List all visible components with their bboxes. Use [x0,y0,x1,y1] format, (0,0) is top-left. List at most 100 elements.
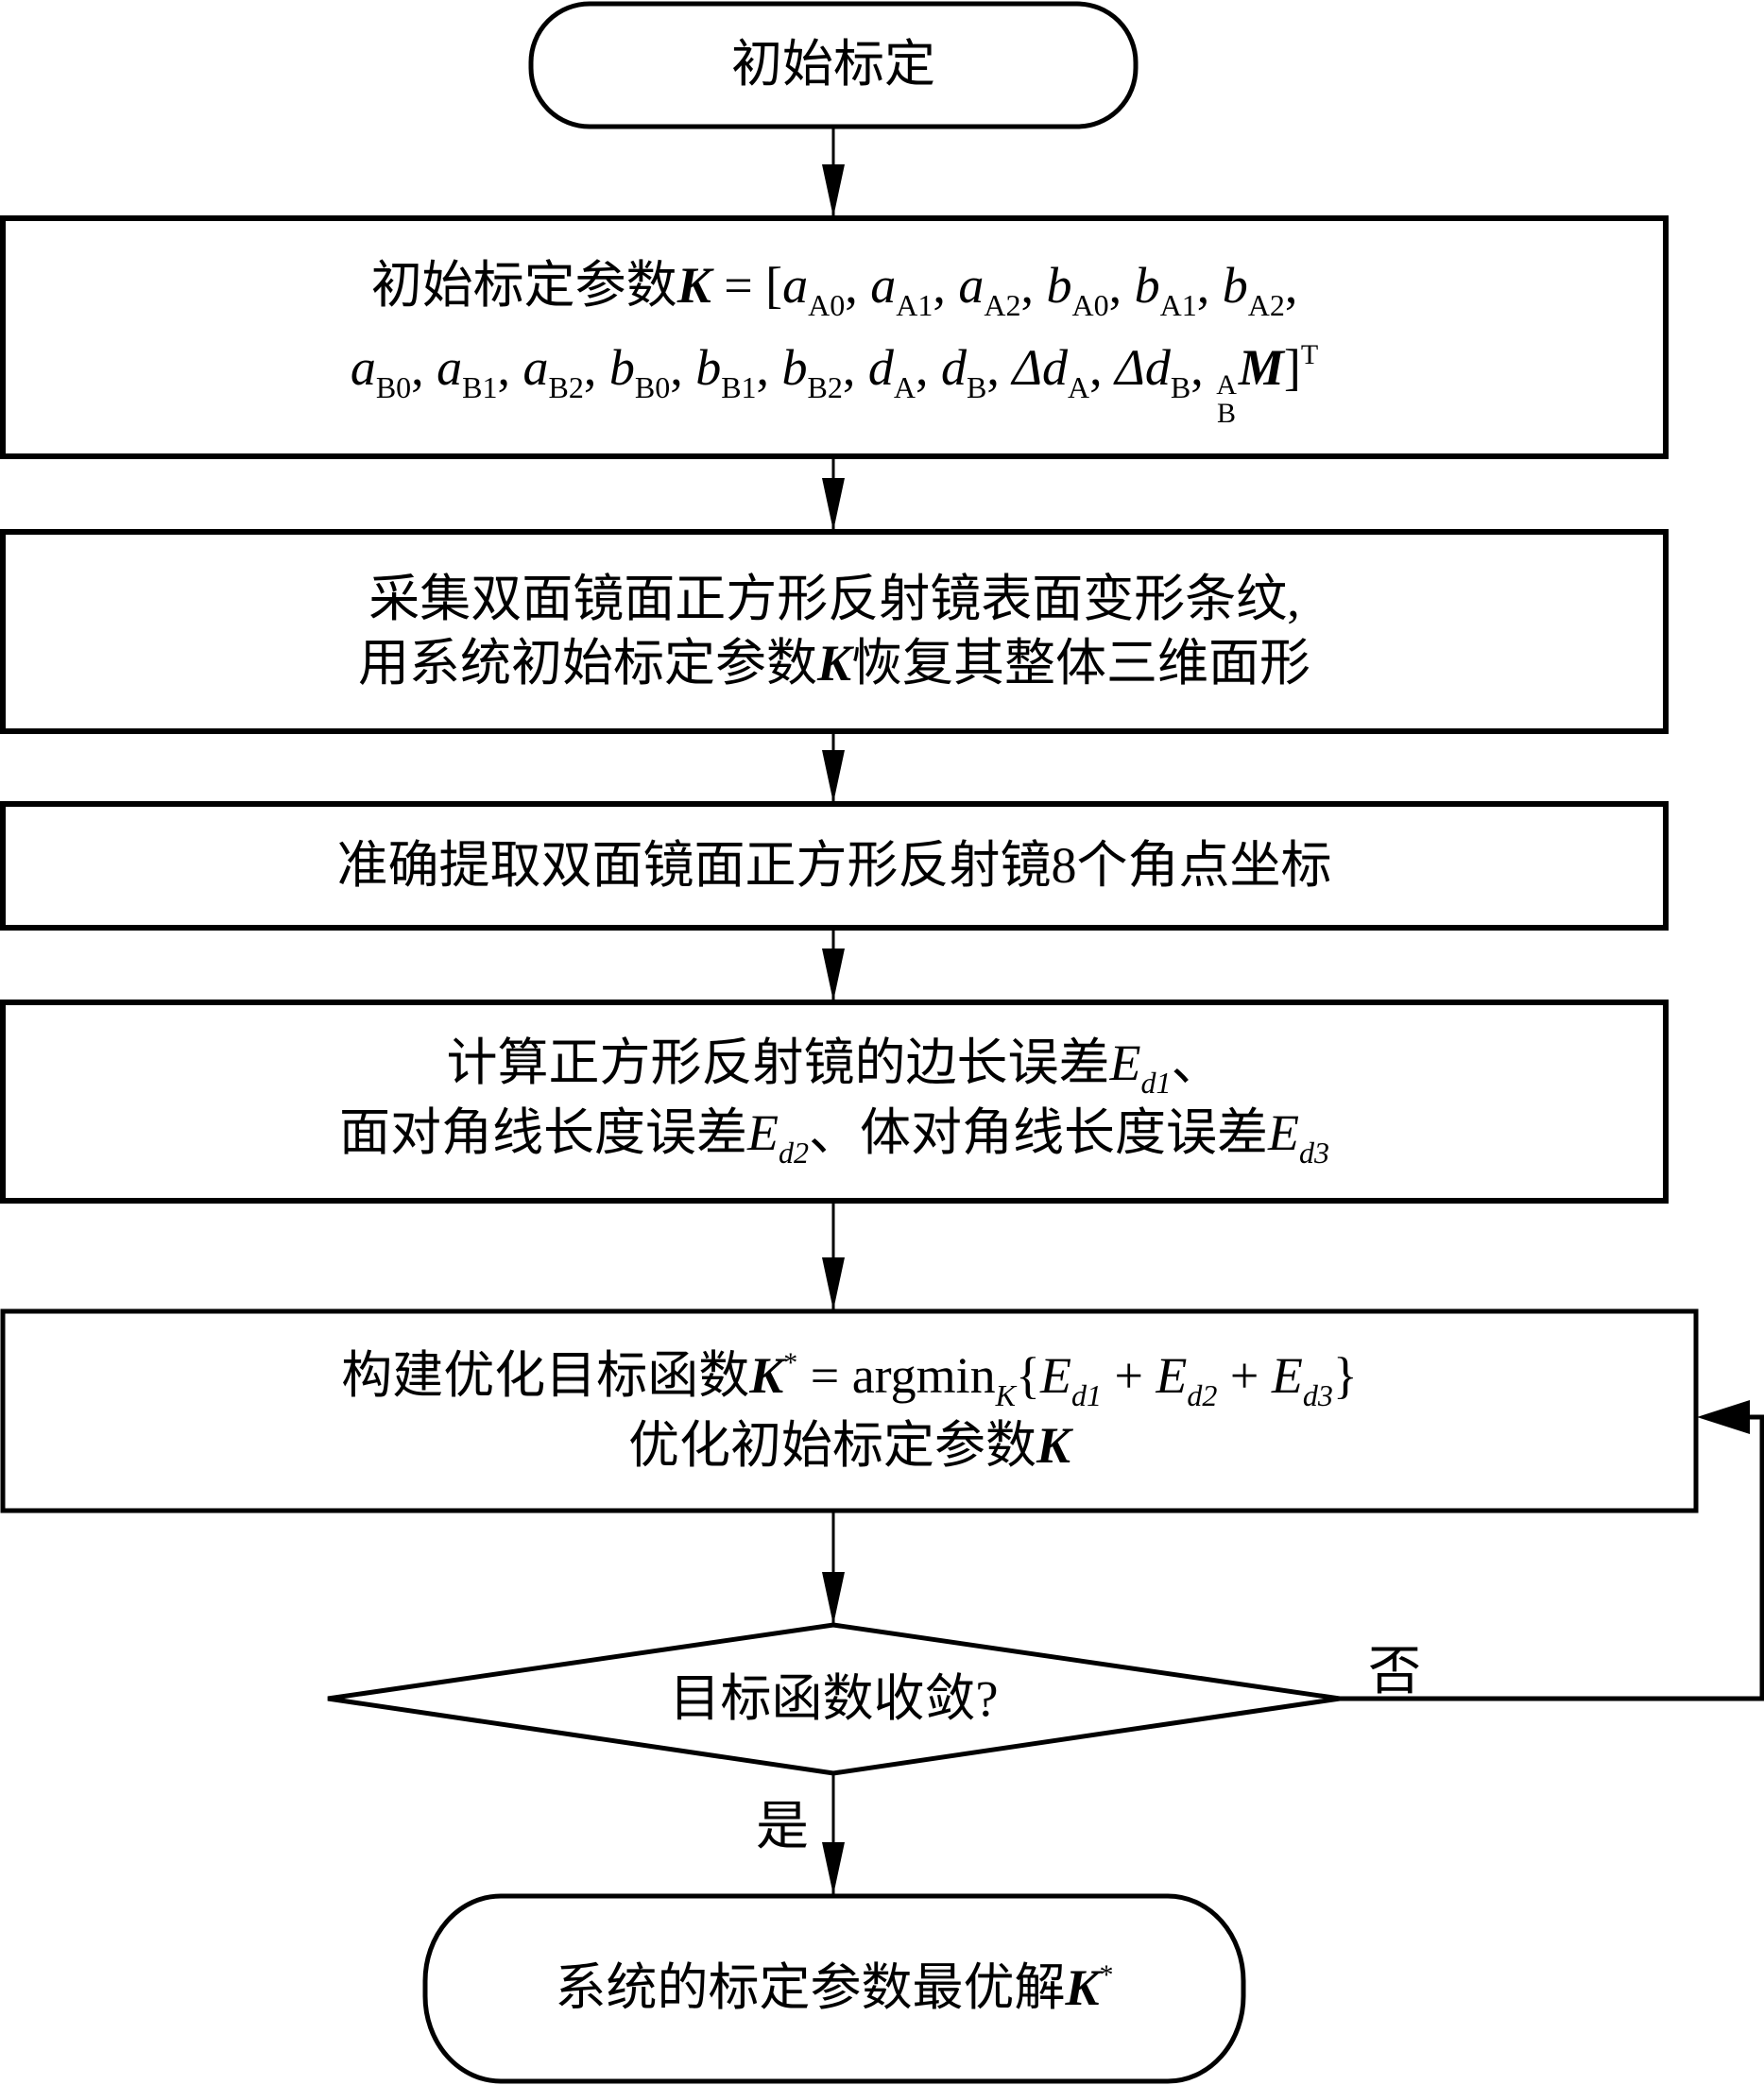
arrowhead-icon [1697,1400,1750,1434]
star: * [783,1346,798,1378]
arrowhead-icon [822,478,845,531]
param-symbol: a [437,339,463,397]
param-separator: , [842,339,868,397]
step5-line1-text: 构建优化目标函数 [341,1346,750,1404]
step1-eq: = [ [711,256,783,314]
param-subscript: A0 [1071,287,1109,322]
sub-d3: d3 [1299,1136,1329,1170]
end-label: 系统的标定参数最优解 [555,1959,1066,2017]
star: * [1099,1959,1114,1991]
step2-box [0,529,1669,734]
decision-text: 目标函数收敛? [328,1625,1340,1773]
param-symbol: b [1046,256,1072,314]
sub-d2: d2 [779,1136,809,1170]
param-separator: , [986,339,1013,397]
step4-box [0,1000,1669,1204]
param-separator: , [915,339,941,397]
symbol-e: E [1039,1346,1071,1404]
step1-box [0,215,1669,459]
step5-box [0,1308,1699,1513]
argmin: = argmin [797,1346,996,1404]
step1-text: 初始标定参数K = [aA0, aA1, aA2, bA0, bA1, bA2,… [3,218,1666,456]
step2-symbol-k: K [816,634,852,692]
param-separator: , [1020,256,1047,314]
param-subscript: A [893,370,916,405]
param-symbol: b [1134,256,1160,314]
param-separator: , [497,339,523,397]
param-symbol: b [1222,256,1248,314]
step4-line2: 面对角线长度误差Ed2、体对角线长度误差Ed3 [339,1102,1329,1171]
step5-line2: 优化初始标定参数K [628,1414,1070,1478]
symbol-e: E [747,1104,779,1161]
param-symbol: a [958,256,985,314]
step1-line2: aB0, aB1, aB2, bB0, bB1, bB2, dA, dB, Δd… [351,329,1318,428]
param-symbol: b [781,339,808,397]
matrix-symbol: M [1238,339,1284,397]
transpose: T [1300,339,1319,371]
end-line: 系统的标定参数最优解K* [555,1957,1113,2021]
param-symbol: b [695,339,722,397]
param-subscript: B2 [807,370,843,405]
step2-line2: 用系统初始标定参数K恢复其整体三维面形 [358,632,1310,696]
symbol-k: K [749,1346,784,1404]
symbol-e: E [1268,1104,1299,1161]
arrowhead-icon [822,1842,845,1895]
step4-line1-text: 计算正方形反射镜的边长误差 [446,1034,1110,1091]
param-separator: , [1190,339,1217,397]
param-symbol: Δd [1115,339,1171,397]
decision-label: 目标函数收敛? [669,1669,999,1727]
param-separator: , [1196,256,1223,314]
param-subscript: A1 [896,287,933,322]
param-subscript: A0 [808,287,846,322]
step5-line1: 构建优化目标函数K* = argminK{Ed1 + Ed2 + Ed3} [341,1344,1358,1414]
argmin-sub: K [995,1377,1017,1412]
param-symbol: b [608,339,635,397]
param-subscript: A1 [1159,287,1197,322]
end-text: 系统的标定参数最优解K* [425,1896,1243,2081]
arrowhead-icon [822,750,845,803]
param-subscript: A [1068,370,1090,405]
symbol-e: E [1109,1034,1141,1091]
step2-line2-a: 用系统初始标定参数 [357,634,817,692]
sub-d2: d2 [1187,1377,1218,1412]
param-subscript: B1 [462,370,498,405]
step2-text: 采集双面镜面正方形反射镜表面变形条纹, 用系统初始标定参数K恢复其整体三维面形 [3,532,1666,731]
step3-label: 准确提取双面镜面正方形反射镜8个角点坐标 [336,836,1332,894]
param-subscript: B [966,370,987,405]
arrowhead-icon [822,1257,845,1310]
arrowhead-icon [822,1572,845,1625]
symbol-e: E [1271,1346,1303,1404]
param-separator: , [1089,339,1116,397]
brace-open: { [1016,1346,1040,1404]
param-separator: , [1284,256,1298,314]
step5-line2-text: 优化初始标定参数 [627,1416,1036,1474]
param-subscript: B2 [548,370,584,405]
param-symbol: d [940,339,967,397]
brace-close: } [1332,1346,1358,1404]
symbol-e: E [1156,1346,1188,1404]
symbol-k: K [1065,1959,1100,2017]
param-separator: , [933,256,959,314]
prescript-bottom: B [1217,398,1237,430]
step4-text: 计算正方形反射镜的边长误差Ed1、 面对角线长度误差Ed2、体对角线长度误差Ed… [3,1002,1666,1201]
param-separator: , [670,339,696,397]
step1-prefix: 初始标定参数 [370,256,677,314]
param-subscript: A2 [984,287,1021,322]
step2-line1: 采集双面镜面正方形反射镜表面变形条纹, [368,571,1300,627]
connector-no-feedback [1340,1414,1764,1701]
param-separator: , [845,256,871,314]
step1-line2-terms: aB0, aB1, aB2, bB0, bB1, bB2, dA, dB, Δd… [350,339,1217,404]
sub-d3: d3 [1302,1377,1333,1412]
step2-line2-b: 恢复其整体三维面形 [851,634,1311,692]
branch-yes-label: 是 [756,1798,809,1856]
param-separator: , [756,339,782,397]
step1-line1: 初始标定参数K = [aA0, aA1, aA2, bA0, bA1, bA2, [371,247,1298,330]
param-symbol: a [350,339,376,397]
param-symbol: a [522,339,549,397]
step4-line1: 计算正方形反射镜的边长误差Ed1、 [447,1032,1223,1102]
param-subscript: B0 [375,370,412,405]
step1-line1-terms: aA0, aA1, aA2, bA0, bA1, bA2, [782,256,1298,322]
param-symbol: d [867,339,894,397]
